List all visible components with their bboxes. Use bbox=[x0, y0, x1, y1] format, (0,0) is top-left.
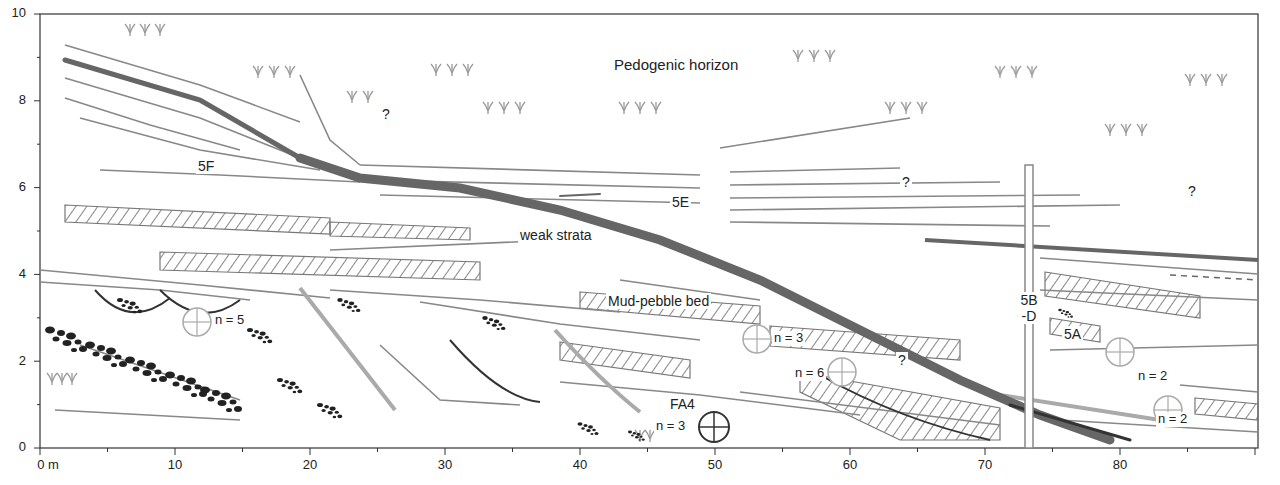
axis-label: 40 bbox=[571, 458, 589, 473]
axis-label: 20 bbox=[301, 458, 319, 473]
axis-label: 50 bbox=[706, 458, 724, 473]
sample-count: n = 3 bbox=[654, 419, 687, 434]
unit-label: FA4 bbox=[668, 396, 697, 412]
unit-label: 5F bbox=[196, 158, 216, 174]
unit-label: Mud-pebble bed bbox=[606, 293, 711, 309]
sample-count: n = 2 bbox=[1136, 369, 1169, 384]
axis-label: 80 bbox=[1111, 458, 1129, 473]
unit-label: 5B -D bbox=[1016, 292, 1042, 324]
axis-label: 2 bbox=[17, 354, 28, 369]
unit-label: 5A bbox=[1062, 326, 1083, 342]
sample-count: n = 3 bbox=[772, 331, 805, 346]
axis-label: 0 bbox=[17, 440, 28, 455]
sample-count: n = 6 bbox=[793, 366, 826, 381]
sample-count: n = 5 bbox=[213, 313, 246, 328]
unit-label: weak strata bbox=[518, 227, 594, 243]
axis-label: 0 m bbox=[35, 458, 61, 473]
axis-label: 10 bbox=[10, 6, 28, 21]
query-mark: ? bbox=[896, 352, 908, 368]
query-mark: ? bbox=[380, 106, 392, 122]
unit-label: Pedogenic horizon bbox=[612, 56, 740, 73]
axis-label: 30 bbox=[436, 458, 454, 473]
query-mark: ? bbox=[1186, 183, 1198, 199]
axis-label: 10 bbox=[166, 458, 184, 473]
query-mark: ? bbox=[900, 174, 912, 190]
axis-label: 60 bbox=[841, 458, 859, 473]
axis-label: 8 bbox=[17, 93, 28, 108]
unit-label: 5E bbox=[670, 194, 691, 210]
axis-label: 4 bbox=[17, 267, 28, 282]
sample-count: n = 2 bbox=[1156, 412, 1189, 427]
axis-label: 6 bbox=[17, 180, 28, 195]
axis-label: 70 bbox=[976, 458, 994, 473]
